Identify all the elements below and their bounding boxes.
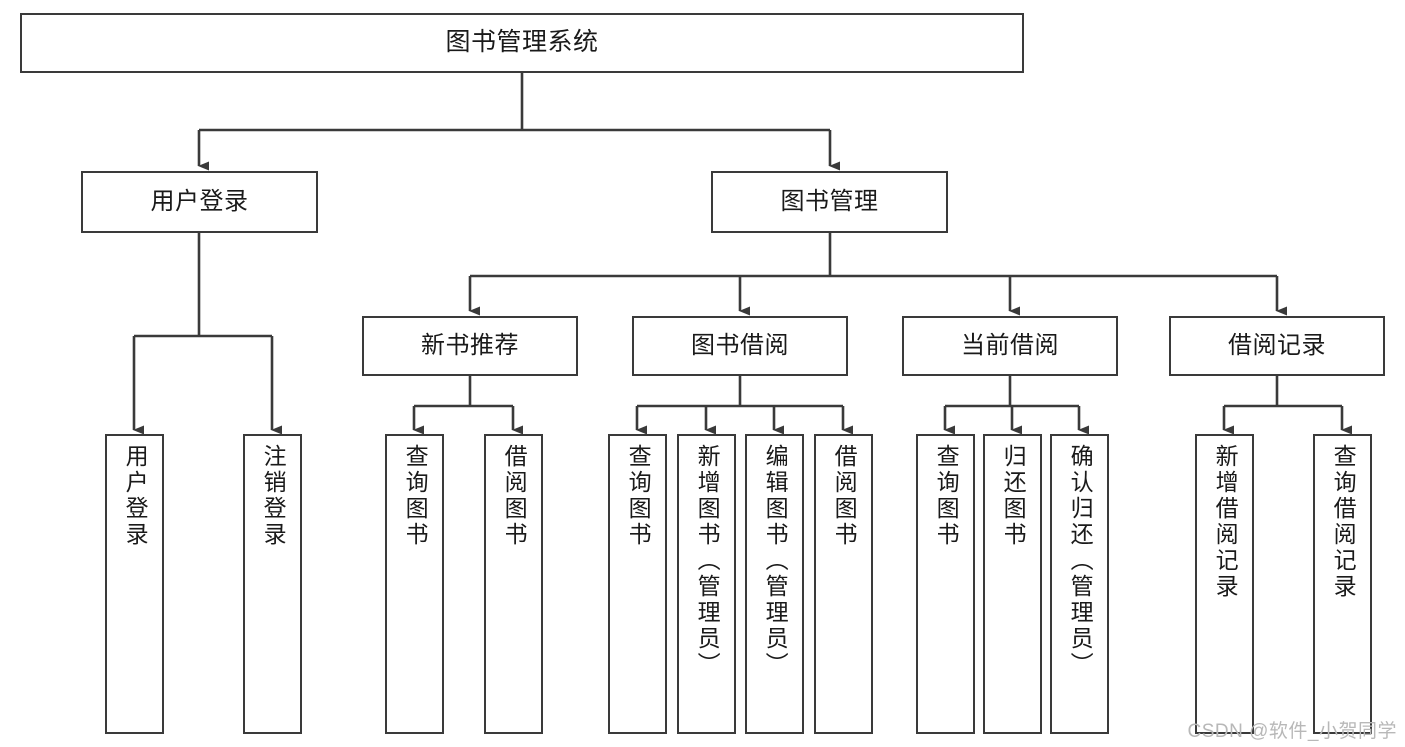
node-leaf-confirm-return-admin[interactable]: 确认归还（管理员） [1050, 434, 1109, 734]
node-leaf-logout[interactable]: 注销登录 [243, 434, 302, 734]
node-label: 用户登录 [122, 444, 149, 548]
node-label: 新书推荐 [421, 331, 519, 359]
node-leaf-borrow-book[interactable]: 借阅图书 [814, 434, 873, 734]
node-label: 用户登录 [150, 187, 249, 215]
node-leaf-query-borrow-record[interactable]: 查询借阅记录 [1313, 434, 1372, 734]
node-leaf-add-book-admin[interactable]: 新增图书（管理员） [677, 434, 736, 734]
node-label: 编辑图书（管理员） [762, 444, 789, 678]
node-book-borrow[interactable]: 图书借阅 [632, 316, 848, 376]
node-label: 借阅图书 [501, 444, 528, 548]
watermark-text: CSDN @软件_小贺同学 [1187, 721, 1397, 742]
node-book-management[interactable]: 图书管理 [711, 171, 948, 233]
node-leaf-query-book-current[interactable]: 查询图书 [916, 434, 975, 734]
node-label: 图书管理 [780, 187, 879, 215]
node-label: 借阅图书 [831, 444, 858, 548]
node-leaf-edit-book-admin[interactable]: 编辑图书（管理员） [745, 434, 804, 734]
node-label: 确认归还（管理员） [1067, 444, 1094, 678]
node-label: 当前借阅 [961, 331, 1059, 359]
node-leaf-query-book-borrow[interactable]: 查询图书 [608, 434, 667, 734]
node-leaf-return-book[interactable]: 归还图书 [983, 434, 1042, 734]
node-label: 注销登录 [260, 444, 287, 548]
node-current-borrow[interactable]: 当前借阅 [902, 316, 1118, 376]
node-label: 图书管理系统 [445, 28, 599, 57]
node-leaf-add-borrow-record[interactable]: 新增借阅记录 [1195, 434, 1254, 734]
node-leaf-borrow-book-recommend[interactable]: 借阅图书 [484, 434, 543, 734]
node-new-book-recommend[interactable]: 新书推荐 [362, 316, 578, 376]
node-borrow-record[interactable]: 借阅记录 [1169, 316, 1385, 376]
node-label: 查询借阅记录 [1330, 444, 1357, 600]
node-label: 查询图书 [933, 444, 960, 548]
node-leaf-query-book-recommend[interactable]: 查询图书 [385, 434, 444, 734]
node-user-login[interactable]: 用户登录 [81, 171, 318, 233]
node-label: 查询图书 [625, 444, 652, 548]
node-root-book-management-system[interactable]: 图书管理系统 [20, 13, 1024, 73]
node-label: 新增图书（管理员） [694, 444, 721, 678]
node-label: 归还图书 [1000, 444, 1027, 548]
node-label: 借阅记录 [1228, 331, 1326, 359]
node-leaf-user-login[interactable]: 用户登录 [105, 434, 164, 734]
node-label: 图书借阅 [691, 331, 789, 359]
node-label: 新增借阅记录 [1212, 444, 1239, 600]
node-label: 查询图书 [402, 444, 429, 548]
